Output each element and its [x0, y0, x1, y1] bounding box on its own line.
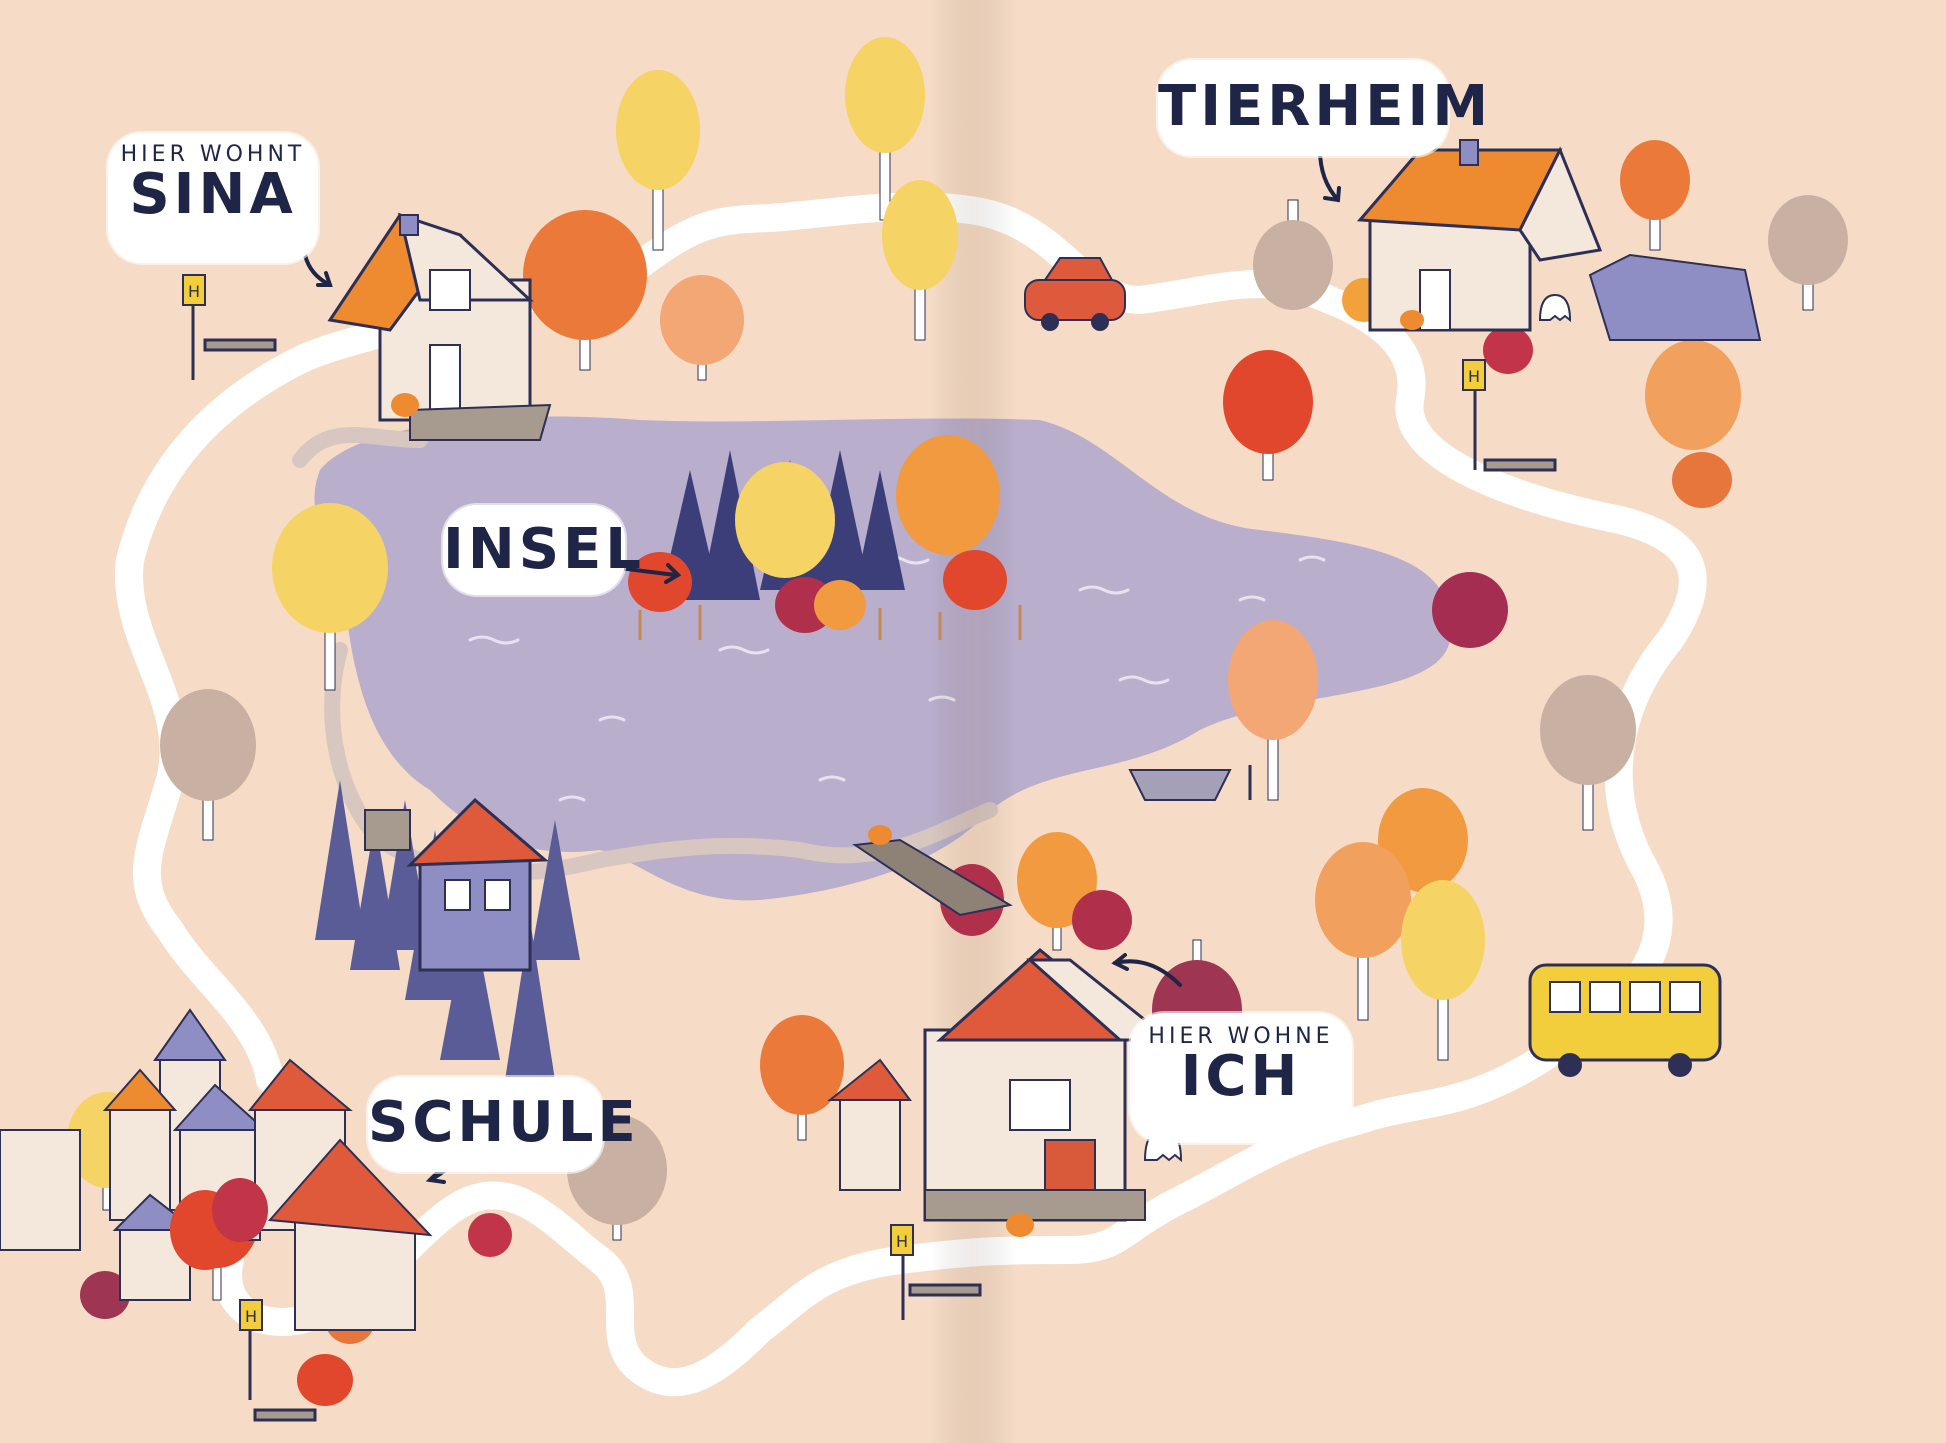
label-my-home-line2: ICH — [1180, 1044, 1302, 1110]
house-icon — [827, 1058, 912, 1191]
tree-icon — [845, 37, 925, 221]
bus-stop-sign-icon: H — [890, 1224, 914, 1320]
tree-icon — [660, 275, 744, 381]
tree-icon — [1401, 880, 1485, 1061]
bush-icon — [628, 552, 692, 612]
tree-icon — [896, 435, 1000, 555]
label-sina-home: HIER WOHNT SINA — [108, 133, 318, 263]
tree-icon — [1768, 195, 1848, 311]
reeds — [638, 605, 1022, 640]
label-island: INSEL — [443, 505, 645, 595]
tree-icon — [1645, 340, 1741, 450]
bush-icon — [80, 278, 1732, 1406]
tree-icon — [1228, 620, 1318, 801]
house-icon — [327, 212, 552, 441]
tree-icon — [212, 1178, 268, 1242]
pumpkin-icon — [1400, 310, 1424, 330]
bus-stop-letter: H — [188, 282, 200, 301]
label-shelter: TIERHEIM — [1158, 60, 1493, 156]
tree-icon — [760, 1015, 844, 1141]
label-shelter-text: TIERHEIM — [1158, 74, 1493, 139]
tree-icon — [616, 70, 700, 251]
island — [628, 435, 1022, 640]
bush-icon — [943, 550, 1007, 610]
boat-icon — [1128, 765, 1252, 801]
tree-icon — [1315, 842, 1411, 1021]
tree-icon — [735, 462, 835, 578]
tree-icon — [160, 689, 256, 841]
tree-icon — [1540, 675, 1636, 831]
bus-stop-letter: H — [1468, 367, 1480, 386]
label-my-home-line1: HIER WOHNE — [1148, 1024, 1334, 1049]
bus-stop-sign-icon: H — [1462, 359, 1486, 470]
bus-stop-sign-icon: H — [239, 1299, 263, 1400]
tree-icon — [272, 503, 388, 691]
label-school: SCHULE — [368, 1077, 640, 1172]
house-icon — [1356, 139, 1762, 341]
bench-icon — [203, 338, 1557, 1422]
car-icon — [1024, 257, 1126, 331]
label-sina-line2: SINA — [129, 162, 297, 228]
label-school-text: SCHULE — [368, 1090, 640, 1155]
bush-icon — [814, 580, 866, 630]
dock — [852, 825, 1013, 917]
bus-icon — [1528, 963, 1722, 1077]
tree-icon — [1223, 350, 1313, 481]
label-my-home: HIER WOHNE ICH — [1130, 1013, 1352, 1143]
house-icon — [923, 948, 1183, 1237]
tree-icon — [1620, 140, 1690, 251]
tree-icon — [1253, 199, 1333, 310]
pumpkin-icon — [868, 825, 892, 845]
label-sina-line1: HIER WOHNT — [120, 142, 306, 167]
pumpkin-icon — [1006, 1213, 1034, 1237]
pumpkin-icon — [391, 393, 419, 417]
bus-stop-sign-icon: H — [182, 274, 206, 380]
tree-icon — [882, 180, 958, 341]
label-island-text: INSEL — [443, 517, 645, 582]
tree-icon — [523, 210, 647, 371]
school-buildings — [0, 1008, 433, 1331]
bus-stop-letter: H — [896, 1232, 908, 1251]
house-icon — [364, 797, 549, 972]
bus-stop-letter: H — [245, 1307, 257, 1326]
ghost-icon — [1538, 293, 1572, 323]
